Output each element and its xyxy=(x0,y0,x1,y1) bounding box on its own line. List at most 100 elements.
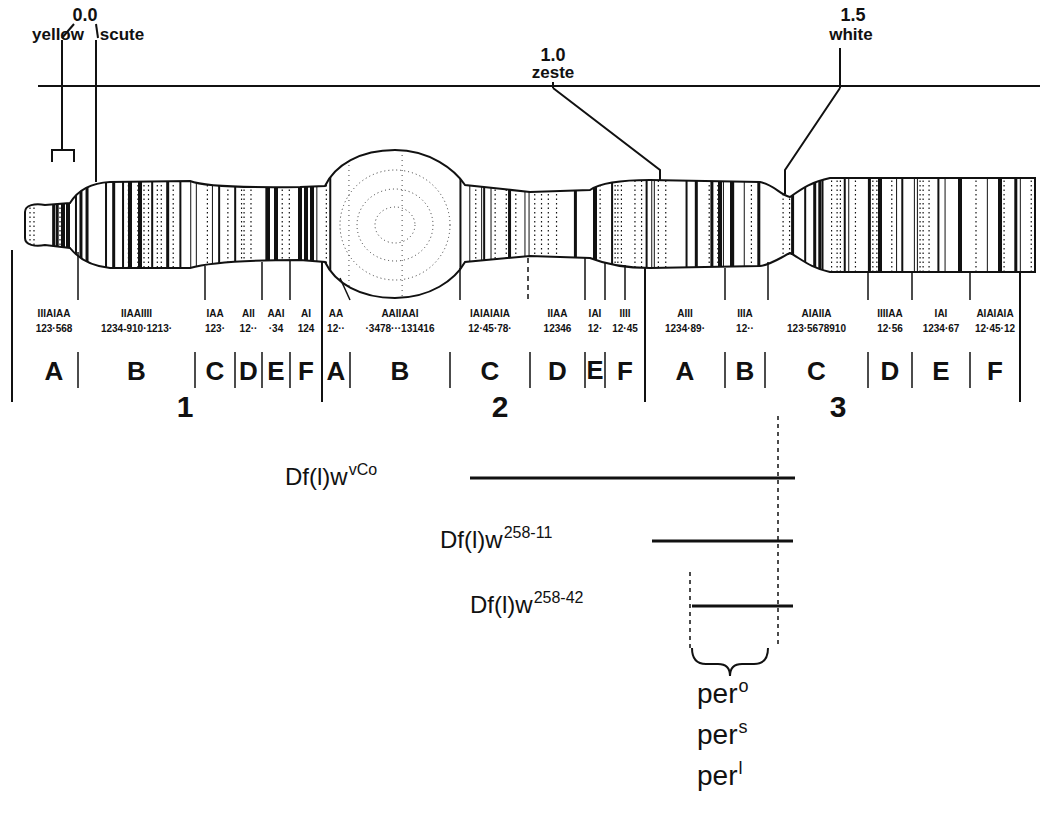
band-stroke xyxy=(876,140,877,310)
band-stroke xyxy=(822,140,824,310)
band-stroke xyxy=(548,140,549,310)
leader-line xyxy=(553,88,660,184)
band-stroke xyxy=(718,140,722,310)
band-marker: IIII xyxy=(619,309,630,319)
band-stroke xyxy=(998,140,1002,310)
map-line xyxy=(38,85,1040,87)
deficiency-bar xyxy=(470,477,795,480)
map-position: 0.0 xyxy=(72,6,97,24)
band-stroke xyxy=(128,140,129,310)
subdivision-letter: C xyxy=(481,358,500,384)
band-stroke xyxy=(791,140,794,310)
subdivision-line xyxy=(724,352,726,388)
band-stroke xyxy=(789,140,790,310)
band-stroke xyxy=(840,140,841,310)
leader-tick xyxy=(767,262,769,300)
leader-tick xyxy=(204,266,206,300)
gene-name: per xyxy=(697,721,737,749)
band-stroke xyxy=(617,140,618,310)
brace xyxy=(692,648,768,676)
band-stroke xyxy=(695,140,698,310)
band-number: 123·568 xyxy=(36,324,73,334)
leader-tick xyxy=(624,265,626,300)
dashed-bound xyxy=(777,416,779,648)
band-stroke xyxy=(534,140,535,310)
subdivision-letter: B xyxy=(391,358,410,384)
band-stroke xyxy=(310,140,314,310)
leader-line xyxy=(61,40,63,150)
allele-superscript: o xyxy=(738,677,748,695)
band-stroke xyxy=(105,140,107,310)
band-stroke xyxy=(250,140,251,310)
band-number: ·34 xyxy=(269,324,283,334)
band-stroke xyxy=(975,140,976,310)
subdivision-line xyxy=(764,352,766,388)
band-marker: AA xyxy=(329,309,343,319)
band-stroke xyxy=(326,140,327,310)
deficiency-allele: vCo xyxy=(349,462,377,478)
deficiency-name: Df(l)w xyxy=(440,528,503,552)
band-stroke xyxy=(928,140,929,310)
band-stroke xyxy=(481,140,482,310)
subdivision-letter: A xyxy=(327,358,346,384)
band-stroke xyxy=(459,140,461,310)
band-stroke xyxy=(611,140,613,310)
leader-tick xyxy=(969,273,971,300)
band-stroke xyxy=(782,140,783,310)
gene-name: scute xyxy=(100,26,144,43)
division-number: 3 xyxy=(830,392,847,422)
band-number: 12·· xyxy=(327,324,345,334)
leader-tick xyxy=(77,252,79,300)
leader-line xyxy=(839,48,841,88)
gene-name: white xyxy=(829,26,872,43)
band-stroke xyxy=(855,140,856,310)
band-stroke xyxy=(173,140,174,310)
band-stroke xyxy=(634,140,635,310)
band-marker: AIAIAIA xyxy=(976,309,1013,319)
map-position: 1.5 xyxy=(840,6,865,24)
band-stroke xyxy=(556,140,557,310)
puff-arc xyxy=(375,207,415,243)
deficiency-allele: 258-42 xyxy=(534,590,584,606)
band-stroke xyxy=(265,140,267,310)
band-stroke xyxy=(831,140,832,310)
band-stroke xyxy=(891,140,892,310)
band-marker: IAIAIAIA xyxy=(470,309,510,319)
leader-tick xyxy=(911,273,913,300)
band-stroke xyxy=(161,140,162,310)
band-stroke xyxy=(658,140,659,310)
band-stroke xyxy=(651,140,652,310)
subdivision-letter: F xyxy=(987,358,1003,384)
band-stroke xyxy=(879,140,881,310)
band-stroke xyxy=(508,140,511,310)
band-stroke xyxy=(937,140,939,310)
band-stroke xyxy=(600,140,601,310)
subdivision-letter: F xyxy=(617,358,633,384)
band-stroke xyxy=(987,140,988,310)
band-stroke xyxy=(495,140,496,310)
band-stroke xyxy=(710,140,713,310)
band-stroke xyxy=(190,140,191,310)
band-stroke xyxy=(218,140,220,310)
band-number: 12·45 xyxy=(612,324,638,334)
band-stroke xyxy=(75,140,77,310)
subdivision-line xyxy=(261,352,263,388)
subdivision-line xyxy=(349,352,351,388)
band-stroke xyxy=(148,140,149,310)
band-stroke xyxy=(506,140,507,310)
band-number: 12·· xyxy=(736,324,754,334)
band-stroke xyxy=(744,140,745,310)
band-number: 124 xyxy=(298,324,315,334)
subdivision-letter: E xyxy=(932,358,949,384)
band-stroke xyxy=(86,140,89,310)
subdivision-letter: C xyxy=(807,358,826,384)
band-stroke xyxy=(923,140,924,310)
subdivision-line xyxy=(234,352,236,388)
band-stroke xyxy=(266,140,270,310)
band-stroke xyxy=(804,140,806,310)
band-stroke xyxy=(1014,140,1017,310)
deficiency-name: Df(l)w xyxy=(285,465,348,489)
band-stroke xyxy=(1003,140,1004,310)
band-stroke xyxy=(541,140,542,310)
band-stroke xyxy=(574,140,577,310)
